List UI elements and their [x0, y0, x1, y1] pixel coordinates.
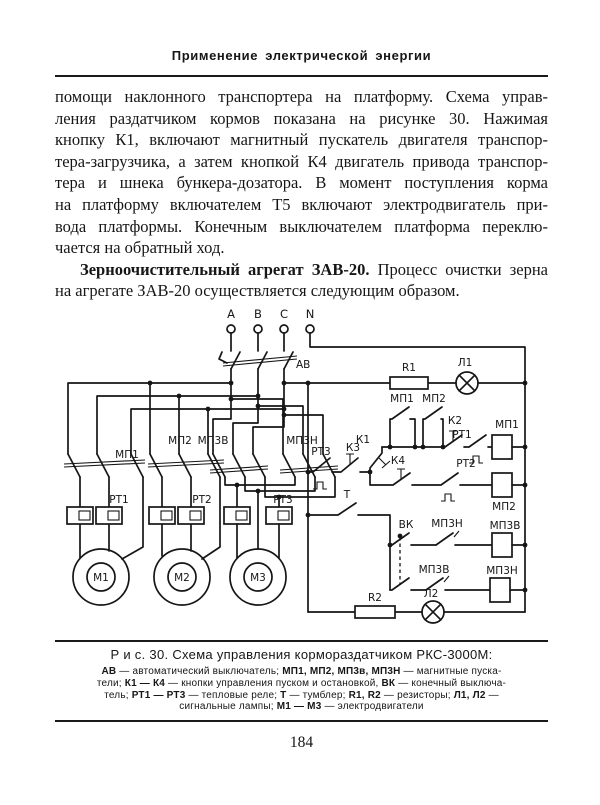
body-line: на платформу включателем Т5 включают эле… [55, 194, 548, 214]
rt1-release-icon [469, 455, 483, 464]
coil-mp2 [491, 472, 513, 498]
k3-label: К3 [346, 442, 360, 454]
page-number: 184 [289, 734, 314, 752]
terminal-b [253, 324, 263, 334]
lamp-l2: Л2 [421, 588, 445, 624]
terminal-a [226, 324, 236, 334]
vk-label: ВК [399, 519, 414, 531]
thermal-relay-rt2: РТ2 [148, 476, 221, 560]
legend-line: АВ — автоматический выключатель; МП1, МП… [101, 665, 502, 677]
resistor-r2 [354, 605, 396, 619]
coil-mp3v [491, 532, 513, 558]
figure-30: А В С N АВ [55, 307, 548, 634]
caption-bottom-rule [55, 720, 548, 723]
figure-legend: АВ — автоматический выключатель; МП1, МП… [55, 666, 548, 713]
body-line: тера-загрузчика, а затем кнопкой К4 двиг… [55, 151, 548, 171]
mp3n-coil-label: МП3Н [486, 565, 518, 577]
k1-label: К1 [356, 434, 370, 446]
terminal-n [305, 324, 315, 334]
body-line: вода платформы. Конечным выключателем пл… [55, 216, 548, 236]
thermal-relay-rt1: РТ1 [66, 476, 144, 560]
mp3v-nc-icon [443, 575, 450, 583]
junction-dots [147, 380, 528, 593]
body-line: Зерноочистительный агрегат ЗАВ-20. Проце… [80, 259, 548, 279]
mp1-coil-label: МП1 [495, 419, 519, 431]
l2-label: Л2 [424, 588, 439, 600]
mp2-group-label: МП2 [168, 435, 192, 447]
mp3v-coil-label: МП3В [490, 520, 521, 532]
k4-button-icon [397, 468, 405, 479]
mp3n-group-label: МП3Н [286, 435, 318, 447]
m3-label: М3 [250, 572, 266, 584]
body-line: ления раздатчиком кормов показана на рис… [55, 108, 548, 128]
rt2-label: РТ2 [192, 494, 211, 506]
running-head: Применение электрической энергии [171, 48, 432, 63]
thermal-relay-rt3: РТ3 [223, 494, 293, 559]
contactor-mp2-contacts: МП2 [147, 435, 225, 478]
neutral-rail [309, 332, 526, 613]
terminal-c [279, 324, 289, 334]
contactor-mp3n-contacts: МП3Н [279, 435, 339, 478]
mp3v-contact-label: МП3В [419, 564, 450, 576]
rt3-contact-label: РТ3 [311, 446, 330, 458]
phase-c-label: С [280, 307, 288, 321]
coil-mp1 [491, 434, 513, 460]
body-text: помощи наклонного транспортера на платфо… [55, 86, 548, 302]
phase-b-label: В [254, 307, 262, 321]
caption-top-rule [55, 639, 548, 642]
resistor-r1 [389, 376, 429, 390]
rt3-release-icon [313, 481, 327, 490]
breaker-av: АВ [218, 351, 310, 371]
k3-button-icon [346, 453, 354, 465]
body-line: помощи наклонного транспортера на платфо… [55, 87, 548, 106]
m2-label: М2 [174, 572, 190, 584]
mp1-aux-label: МП1 [390, 393, 414, 405]
t-label: Т [343, 489, 351, 501]
rt1-contact-label: РТ1 [452, 429, 471, 441]
body-line: тера и шнека бункера-дозатора. В момент … [55, 173, 548, 193]
phase-a-label: А [227, 307, 235, 321]
mp2-aux-label: МП2 [422, 393, 446, 405]
rt2-release-icon [441, 493, 455, 502]
k4-label: К4 [391, 455, 405, 467]
circuit-diagram: А В С N АВ [63, 307, 528, 624]
rt1-label: РТ1 [109, 494, 128, 506]
mp3n-nc-icon [453, 530, 460, 538]
legend-line: сигнальные лампы; М1 — М3 — электродвига… [179, 701, 424, 713]
motor-m3: М3 [229, 548, 287, 606]
header-rule [55, 75, 548, 77]
motor-m2: М2 [153, 548, 211, 606]
rt3-label: РТ3 [273, 494, 292, 506]
coil-mp3n [489, 577, 511, 603]
mp1-group-label: МП1 [115, 449, 139, 461]
legend-line: тель; РТ1 — РТ3 — тепловые реле; Т — тум… [104, 689, 499, 701]
l1-label: Л1 [458, 357, 473, 369]
neutral-label: N [306, 307, 315, 321]
mp3v-group-label: МП3В [198, 435, 229, 447]
figure-caption: Р и с. 30. Схема управления кормораздатч… [110, 646, 493, 662]
k1-button-icon [378, 457, 391, 469]
lamp-l1: Л1 [455, 357, 479, 395]
contactor-mp1-contacts: МП1 [63, 449, 146, 478]
body-line: на агрегате ЗАВ-20 осуществляется следую… [55, 281, 460, 301]
legend-line: тели; К1 — К4 — кнопки управления пуском… [96, 677, 507, 689]
rt2-contact-label: РТ2 [456, 458, 475, 470]
mp2-coil-label: МП2 [492, 501, 516, 513]
mp3n-contact-label: МП3Н [431, 518, 463, 530]
m1-label: М1 [93, 572, 109, 584]
body-line: чается на обратный ход. [55, 238, 225, 258]
motor-m1: М1 [72, 548, 130, 606]
k2-label: К2 [448, 415, 462, 427]
breaker-av-label: АВ [296, 359, 310, 371]
r2-label: R2 [368, 592, 382, 604]
r1-label: R1 [402, 362, 416, 374]
body-line: кнопку К1, включают магнитный пускатель … [55, 130, 548, 150]
contactor-mp3v-contacts: МП3В [198, 435, 269, 478]
k2-button-icon [449, 430, 457, 441]
